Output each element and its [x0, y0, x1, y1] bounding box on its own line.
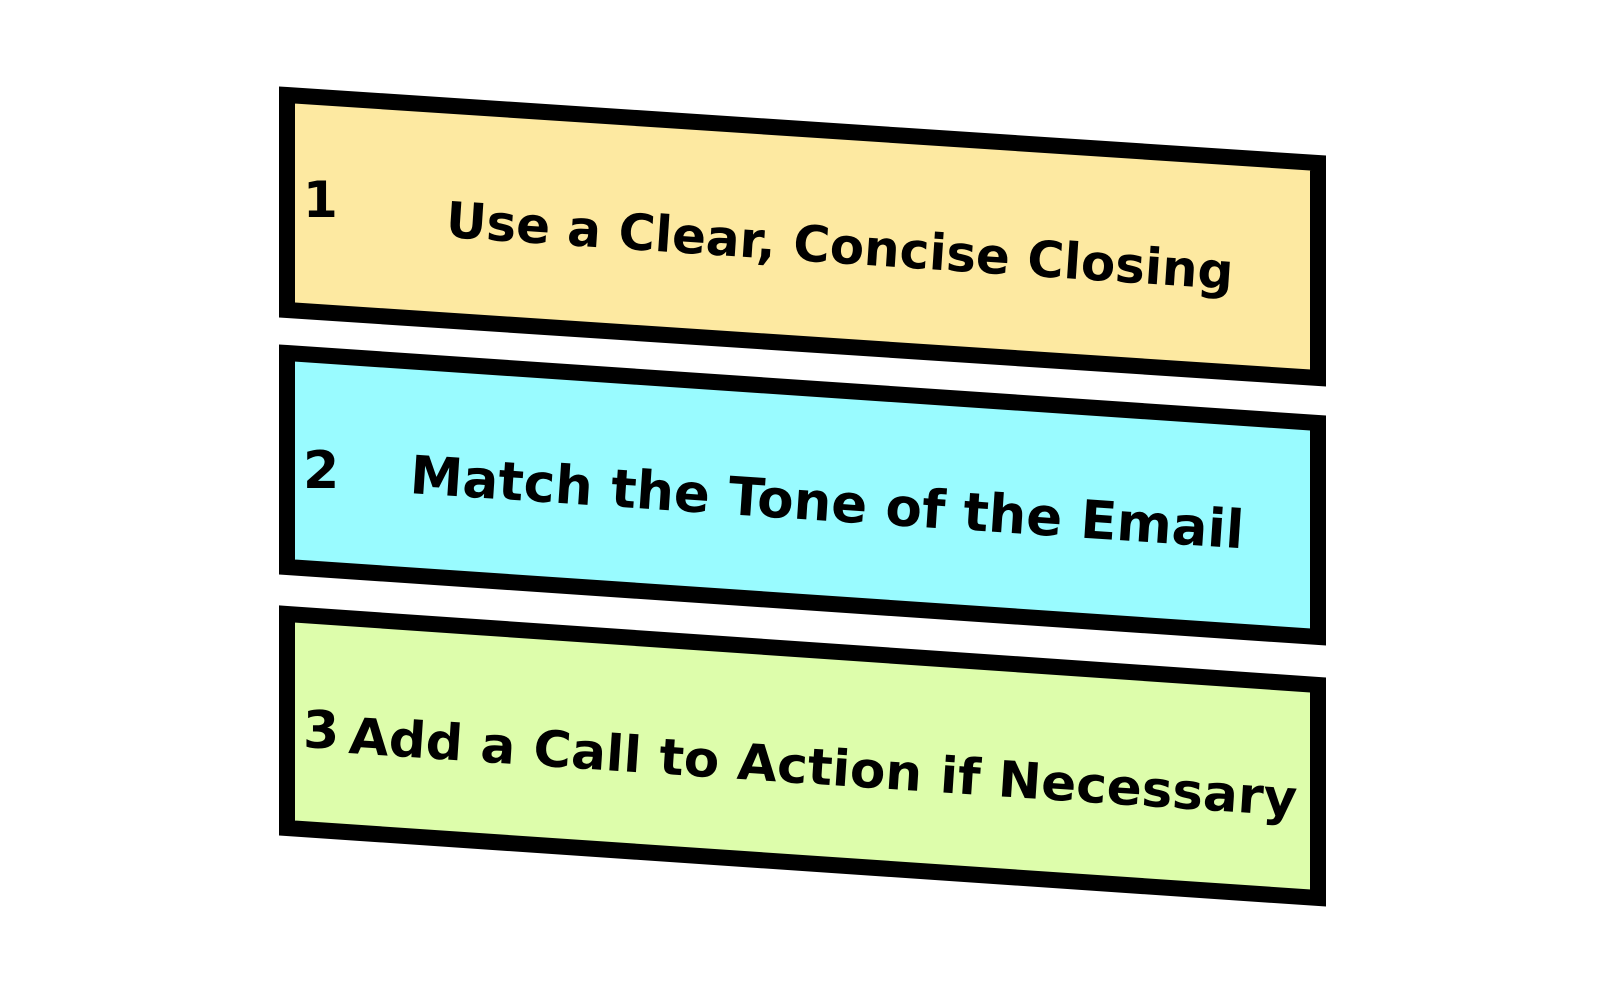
step-1-number: 1	[303, 171, 338, 229]
step-2-number: 2	[303, 441, 339, 501]
step-3-band: 3 Add a Call to Action if Necessary	[279, 605, 1326, 907]
step-3-panel	[279, 605, 1326, 907]
step-1-panel	[279, 86, 1326, 387]
step-2-band: 2 Match the Tone of the Email	[279, 344, 1326, 646]
step-2-panel	[279, 344, 1326, 646]
step-1-band: 1 Use a Clear, Concise Closing	[279, 86, 1326, 387]
step-3-number: 3	[303, 701, 339, 761]
